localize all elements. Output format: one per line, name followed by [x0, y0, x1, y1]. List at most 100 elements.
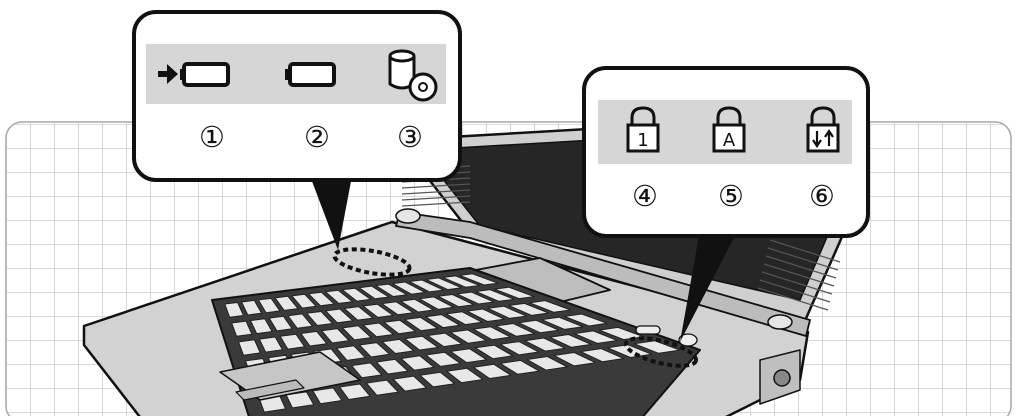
keyboard-key: [381, 301, 414, 316]
keyboard-key: [473, 363, 512, 379]
keyboard-key: [425, 314, 461, 329]
keyboard-key: [268, 315, 293, 332]
keyboard-key: [351, 362, 383, 379]
keyboard-key: [300, 330, 328, 347]
keyboard-key: [274, 295, 299, 311]
keyboard-key: [445, 311, 483, 326]
keyboard-key: [442, 275, 481, 288]
indicator-number-5: ⑤: [718, 179, 744, 213]
keyboard-key: [342, 325, 372, 341]
keyboard-key: [549, 334, 592, 348]
keyboard-key: [312, 387, 343, 405]
keyboard-key: [375, 283, 408, 297]
battery-icon: [285, 62, 336, 87]
keyboard-key: [508, 302, 550, 316]
keyboard-key: [238, 339, 261, 356]
keyboard-key: [400, 355, 435, 371]
keyboard-key: [258, 336, 283, 353]
keyboard-key: [574, 330, 618, 344]
speaker-grille-right: [757, 239, 841, 311]
keyboard-key: [541, 316, 584, 330]
keyboard-key: [241, 299, 263, 316]
num-lock-glyph: 1: [637, 130, 648, 151]
keyboard-key: [325, 289, 353, 304]
keyboard-key: [392, 375, 427, 392]
indicator-number-6: ⑥: [809, 179, 835, 213]
keyboard-key: [408, 279, 444, 293]
keyboard-key: [437, 294, 475, 308]
keyboard-key: [459, 273, 499, 286]
keyboard-key: [308, 291, 335, 307]
keyboard-key: [419, 296, 455, 310]
keyboard-key: [633, 340, 681, 354]
keyboard-key: [336, 345, 366, 361]
keyboard-key: [495, 323, 536, 337]
keyboard-key: [450, 348, 488, 364]
keyboard-key: [285, 391, 315, 409]
keyboard-key: [287, 313, 313, 329]
keyboard-key: [339, 383, 371, 400]
keyboard-key: [392, 281, 426, 295]
keyboard-key: [231, 320, 253, 337]
keyboard-key: [466, 308, 505, 322]
keyboard-key: [499, 359, 540, 375]
keyboard-key: [580, 348, 625, 363]
keyboard-key: [425, 277, 462, 291]
caps-lock-glyph: A: [723, 130, 736, 151]
disk-drive-icon: [388, 49, 438, 102]
keyboard-key: [474, 344, 514, 360]
keyboard-key: [563, 313, 608, 327]
keyboard-key: [404, 316, 439, 332]
num-lock-icon: 1: [626, 106, 660, 153]
keyboard-key: [325, 308, 354, 324]
indicator-number-1: ①: [199, 120, 225, 154]
keyboard-key: [362, 303, 394, 318]
keyboard-key: [419, 371, 456, 388]
indicator-number-3: ③: [397, 120, 423, 154]
keyboard-key: [362, 322, 394, 338]
keyboard-key: [456, 291, 495, 305]
keyboard-key: [341, 287, 372, 302]
scroll-lock-icon: [806, 106, 840, 153]
right-indicator-highlight: [623, 336, 699, 368]
keyboard-key: [499, 341, 540, 356]
keyboard-key: [475, 289, 515, 302]
keyboard-key: [494, 286, 535, 300]
keyboard-key: [250, 318, 273, 335]
keyboard-key: [518, 319, 560, 334]
keyboard-key: [279, 333, 306, 350]
keyboard-key: [425, 351, 461, 367]
keyboard-key: [358, 285, 390, 300]
keyboard-key: [365, 379, 399, 396]
caps-lock-icon: A: [712, 106, 746, 153]
keyboard-key: [404, 335, 439, 351]
keyboard-key: [526, 356, 568, 371]
keyboard-key: [472, 326, 511, 341]
charging-battery-icon: [158, 62, 230, 87]
keyboard-key: [524, 337, 566, 352]
keyboard-key: [450, 329, 487, 344]
keyboard-key: [321, 328, 350, 344]
keyboard-key: [400, 298, 434, 313]
keyboard-key: [343, 306, 374, 321]
keyboard-key: [257, 297, 281, 314]
keyboard-key: [375, 358, 409, 375]
keyboard-key: [291, 293, 317, 309]
keyboard-key: [306, 311, 334, 326]
left-indicator-highlight: [332, 247, 412, 277]
callout-left: ① ② ③: [132, 10, 462, 250]
keyboard-key: [446, 367, 484, 384]
keyboard-key: [224, 302, 244, 318]
keyboard-key: [487, 305, 527, 319]
keyboard-key: [358, 342, 391, 358]
keyboard-key: [553, 352, 596, 367]
keyboard-key: [529, 300, 572, 313]
indicator-number-4: ④: [632, 179, 658, 213]
indicator-number-2: ②: [304, 120, 330, 154]
callout-right: 1 A ④ ⑤ ⑥: [582, 66, 870, 342]
keyboard-key: [381, 338, 415, 354]
keyboard-key: [383, 319, 416, 335]
keyboard-key: [427, 332, 463, 348]
